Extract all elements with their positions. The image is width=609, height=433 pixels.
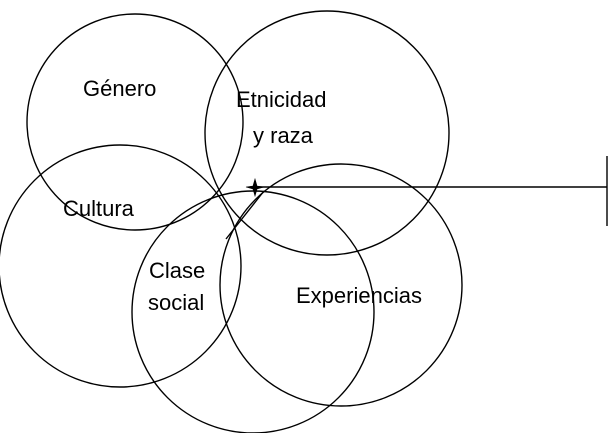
circle-genero	[26, 13, 244, 231]
label-etnicidad-line1: Etnicidad	[236, 87, 327, 112]
circle-experiencias	[219, 163, 463, 407]
label-experiencias: Experiencias	[296, 283, 422, 308]
circle-cultura	[0, 144, 242, 388]
circle-etnicidad-y-raza	[204, 10, 450, 256]
label-clase-line2: social	[148, 290, 204, 315]
connector-diagonal	[225, 190, 265, 240]
circle-clase-social	[131, 190, 375, 433]
label-genero: Género	[83, 76, 156, 101]
label-etnicidad-line2: y raza	[253, 123, 314, 148]
label-cultura: Cultura	[63, 196, 135, 221]
label-clase-line1: Clase	[149, 258, 205, 283]
